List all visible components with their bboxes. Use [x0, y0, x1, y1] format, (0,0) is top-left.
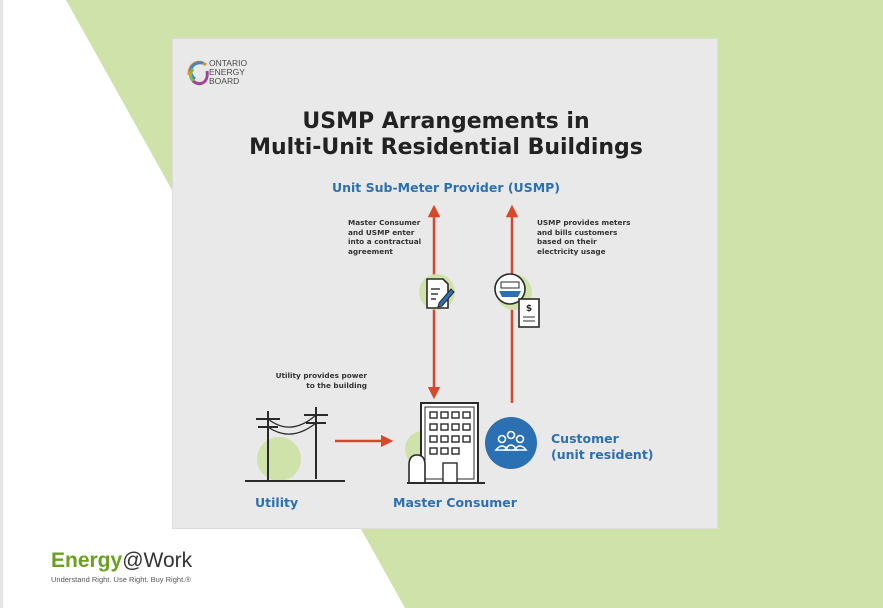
usmp-label: Unit Sub-Meter Provider (USMP) [331, 180, 561, 195]
oeb-logo-icon [187, 60, 209, 86]
title-line-1: USMP Arrangements in [302, 109, 590, 134]
meters-note-line: USMP provides meters [537, 218, 631, 227]
infographic-card: $ [172, 38, 718, 529]
logo-line-1: ONTARIO [209, 58, 248, 68]
meters-note: USMP provides meters and bills customers… [537, 218, 637, 256]
oeb-logo-text: ONTARIO ENERGY BOARD [209, 58, 248, 87]
logo-line-2: ENERGY [209, 67, 245, 78]
customer-label: Customer (unit resident) [551, 431, 654, 463]
utility-label: Utility [255, 495, 299, 510]
customer-label-line-2: (unit resident) [551, 447, 654, 462]
master-consumer-label: Master Consumer [393, 495, 517, 510]
brand-tagline: Understand Right. Use Right. Buy Right.® [51, 575, 191, 584]
svg-text:$: $ [526, 304, 532, 314]
utility-note: Utility provides power to the building [257, 371, 367, 390]
contract-note: Master Consumer and USMP enter into a co… [348, 218, 428, 256]
contract-note-line: agreement [348, 246, 393, 256]
meter-bill-icon: $ [494, 273, 540, 328]
meters-note-line: based on their [537, 237, 597, 247]
contract-document-icon [419, 274, 455, 310]
apartment-building-icon [405, 402, 485, 484]
energy-at-work-logo: Energy@Work Understand Right. Use Right.… [51, 549, 192, 584]
diagram-graphics: $ [187, 60, 540, 484]
utility-note-line: Utility provides power [275, 371, 367, 380]
gray-left-edge [0, 0, 3, 608]
infographic-title: USMP Arrangements in Multi-Unit Resident… [173, 109, 719, 161]
utility-note-line: to the building [306, 380, 367, 390]
customer-label-line-1: Customer [551, 431, 619, 446]
meters-note-line: electricity usage [537, 246, 606, 256]
brand-name-energy: Energy [51, 549, 123, 572]
utility-poles-icon [245, 407, 345, 482]
brand-name-at-work: @Work [122, 549, 193, 572]
title-line-2: Multi-Unit Residential Buildings [249, 135, 643, 160]
contract-note-line: Master Consumer [348, 218, 421, 227]
meters-note-line: and bills customers [537, 227, 618, 237]
customer-residents-icon [485, 417, 537, 469]
brand-name: Energy@Work [51, 549, 192, 573]
contract-note-line: and USMP enter [348, 227, 415, 237]
contract-note-line: into a contractual [348, 237, 422, 247]
logo-line-3: BOARD [209, 76, 240, 87]
